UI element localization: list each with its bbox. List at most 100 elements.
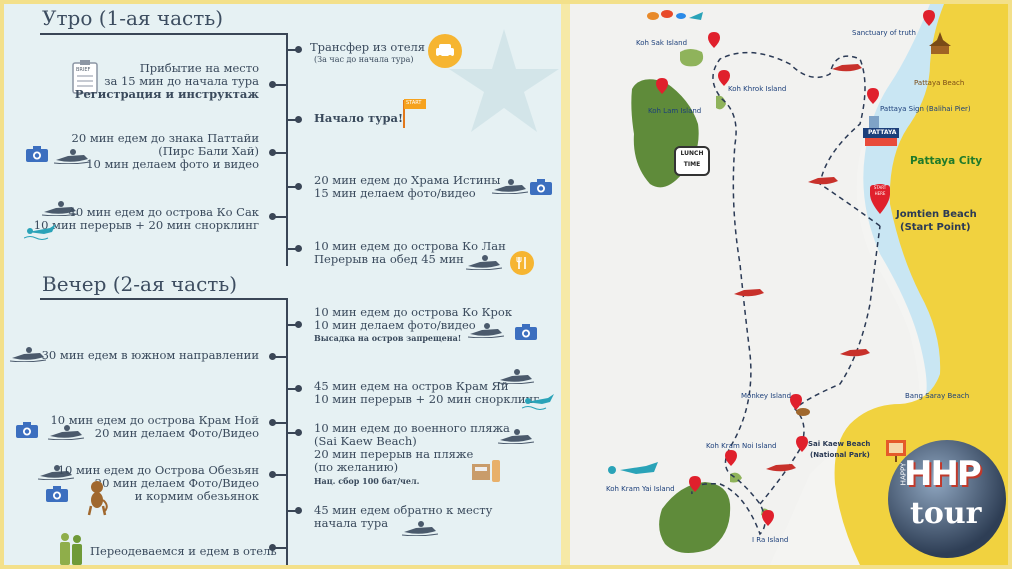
monkey-icon [86,480,108,516]
brief-label: BRIEF [76,67,91,73]
label-i-ra: I Ra Island [752,536,789,544]
clipboard-icon: BRIEF [72,60,98,94]
camera-icon [46,486,68,502]
m4-line1: 20 мин едем до знака Паттайи [71,131,259,145]
tour-route-map: PATTAYA LUNCH TIME START HERE Koh Sak Is… [570,4,1008,565]
timeline-node [295,183,302,190]
e6-line1: 10 мин едем до Острова Обезьян [57,463,259,477]
tick [272,216,286,218]
logo-bottom-text: tour [910,496,982,531]
map-jetskis [734,64,870,472]
camera-icon [26,146,48,162]
e5-line2: (Sai Kaew Beach) [314,434,417,448]
fish-icon [645,6,705,26]
e5-line1: 10 мин едем до военного пляжа [314,421,510,435]
tick [272,84,286,86]
e4-line1: 10 мин едем до острова Крам Ной [50,413,259,427]
pattaya-sign-board: PATTAYA [868,129,897,136]
morning-top-line [40,33,288,35]
park-sign-icon [886,440,906,462]
m2-line1: Прибытие на место [139,61,259,75]
m6-line1: 40 мин едем до острова Ко Сак [68,205,260,219]
jetski-icon [467,322,505,339]
m2-line2: за 15 мин до начала тура [104,74,259,88]
jetski-icon [497,368,535,385]
lunch-label: LUNCH TIME [680,150,704,168]
start-here-badge: START HERE [870,185,890,197]
tick [286,186,298,188]
tick [272,422,286,424]
pattaya-sign-icon: PATTAYA [863,116,899,146]
label-sai-kaew-1: Sai Kaew Beach [808,440,871,448]
timeline-node [295,507,302,514]
timeline-node [269,213,276,220]
e1-line3: Высадка на остров запрещена! [314,333,462,343]
tick [286,119,298,121]
timeline-node [295,245,302,252]
label-kram-yai: Koh Kram Yai Island [606,485,675,493]
snorkel-diver-icon [606,458,662,480]
label-pattaya-city: Pattaya City [910,155,983,167]
tick [272,474,286,476]
tick [272,152,286,154]
jetski-icon [41,200,79,217]
hhp-tour-logo: HHP tour HAPPY [888,440,1006,558]
m1-title: Трансфер из отеля [310,40,426,54]
tick [286,388,298,390]
evening-top-line [40,298,288,300]
jetski-icon [53,148,91,165]
timeline-node [269,149,276,156]
camera-icon [530,179,552,195]
people-icon [56,532,86,565]
route-path [691,51,881,536]
timeline-node [269,353,276,360]
m7-line1: 10 мин едем до острова Ко Лан [314,239,506,253]
e5-line4: (по желанию) [314,460,399,474]
map-canvas [570,4,1008,565]
label-dong-saray: Bang Saray Beach [905,392,970,400]
start-label: START [406,100,422,106]
timeline-node [295,46,302,53]
start-here-label: START HERE [873,185,887,196]
timeline-node [295,321,302,328]
koh-khrok-island [716,95,726,110]
tick [286,324,298,326]
tick [286,49,298,51]
mainland [834,4,1008,565]
m5-line1: 20 мин едем до Храма Истины [314,173,501,187]
label-pattaya-beach: Pattaya Beach [914,79,965,87]
timeline-node [295,116,302,123]
m5-line2: 15 мин делаем фото/видео [314,186,476,200]
tick [286,432,298,434]
tick [286,248,298,250]
e7-line1: 45 мин едем обратно к месту [314,503,493,517]
m1-sub: (За час до начала тура) [314,55,414,64]
camera-icon [16,422,38,438]
label-koh-khrok: Koh Khrok Island [728,85,787,93]
label-koh-lam: Koh Lam Island [648,107,702,115]
m7-line2: Перерыв на обед 45 мин [314,252,464,266]
e8: Переодеваемся и едем в отель [90,544,277,558]
temple-icon [927,32,953,54]
m2-line3: Регистрация и инструктаж [74,87,259,101]
label-jomtien-1: Jomtien Beach [896,209,977,220]
label-jomtien-2: (Start Point) [900,222,971,233]
jetski-icon [491,178,529,195]
tour-schedule-panel: Утро (1-ая часть) Вечер (2-ая часть) Тра… [4,4,561,565]
m4-line3: 10 мин делаем фото и видео [86,157,259,171]
timeline-node [269,81,276,88]
beach-ticket-icon [470,456,504,484]
e7-line2: начала тура [314,516,389,530]
koh-kram-yai-island [659,482,731,553]
evening-timeline [286,298,288,565]
e4-line2: 20 мин делаем Фото/Видео [94,426,259,440]
m6-line2: 10 мин перерыв + 20 мин снорклинг [33,218,259,232]
jetski-icon [47,424,85,441]
e2: 30 мин едем в южном направлении [41,348,259,362]
timeline-node [269,544,276,551]
jetski-icon [9,346,47,363]
e6-line3: и кормим обезьянок [134,489,259,503]
jetski-icon [401,520,439,537]
m3: Начало тура! [314,111,403,125]
snorkel-diver-icon [23,220,58,240]
